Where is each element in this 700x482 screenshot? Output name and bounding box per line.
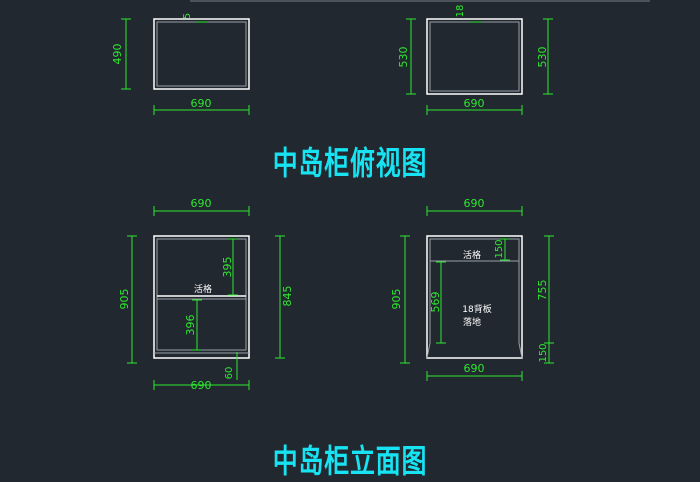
dim-el-top-width: 690: [191, 197, 212, 210]
dim-tr-height-left: 530: [397, 47, 410, 68]
dim-el-lower: 396: [184, 315, 197, 336]
dim-tl-gap: 5: [182, 13, 193, 19]
dim-er-top-width: 690: [464, 197, 485, 210]
dim-er-bottom-width: 690: [464, 362, 485, 375]
label-er-back-1: 18背板: [462, 303, 491, 315]
dim-er-top-section: 150: [494, 239, 505, 258]
dim-er-base: 150: [538, 343, 549, 362]
elevation-right-dimensions: [400, 206, 554, 381]
dim-tl-height: 490: [111, 44, 124, 65]
top-view-left-cabinet: [153, 18, 250, 90]
dim-tr-gap: 18: [455, 5, 466, 18]
dim-er-interior: 569: [429, 292, 442, 313]
dim-er-height: 905: [390, 289, 403, 310]
dim-el-upper: 395: [221, 257, 234, 278]
elevation-right-cabinet: [426, 235, 523, 359]
label-er-shelf: 活格: [463, 249, 481, 261]
dim-tl-width: 690: [191, 97, 212, 110]
title-top-view: 中岛柜俯视图: [272, 144, 428, 182]
dim-el-base: 60: [224, 367, 235, 380]
label-er-back-2: 落地: [463, 316, 481, 328]
top-view-right-cabinet: [426, 18, 523, 95]
elevation-left-dimensions: [127, 206, 285, 390]
dim-el-height: 905: [118, 289, 131, 310]
scrollbar-track[interactable]: [190, 0, 650, 2]
dim-tr-width: 690: [464, 97, 485, 110]
label-el-shelf: 活格: [194, 283, 212, 295]
dim-el-body-height: 845: [281, 286, 294, 307]
title-elevation: 中岛柜立面图: [272, 442, 428, 480]
dim-tr-height-right: 530: [536, 47, 549, 68]
top-view-right-dimensions: [406, 18, 553, 115]
dim-el-bottom-width: 690: [191, 379, 212, 392]
dim-er-body: 755: [536, 280, 549, 301]
top-view-left-dimensions: [121, 18, 250, 115]
elevation-left-cabinet: [153, 235, 250, 359]
